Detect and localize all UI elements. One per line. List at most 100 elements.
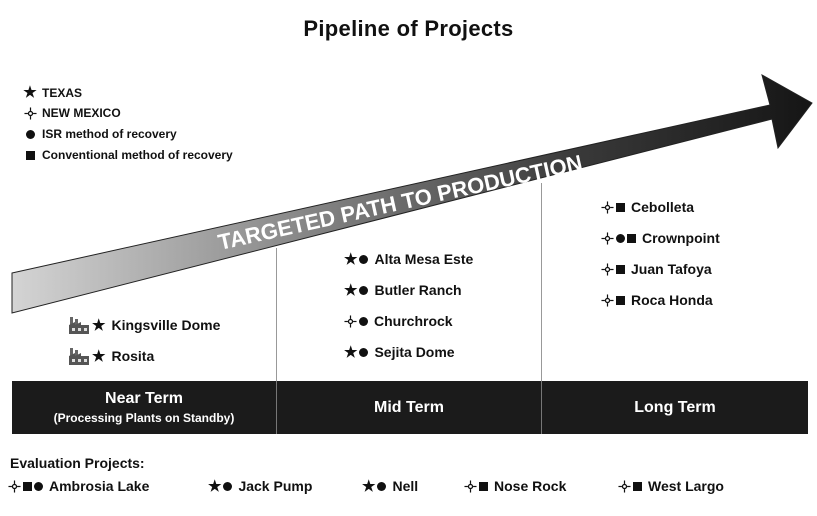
factory-icon <box>68 314 90 336</box>
legend-symbol <box>22 150 38 160</box>
term-near-label: Near Term <box>105 390 183 407</box>
near-term-project: ★ Kingsville Dome <box>68 314 220 336</box>
project-icons <box>601 293 625 307</box>
long-term-project: Crownpoint <box>601 230 720 246</box>
square-icon <box>479 481 488 491</box>
long-term-project: Roca Honda <box>601 292 713 308</box>
square-icon <box>23 481 32 491</box>
evaluation-project: West Largo <box>618 478 724 494</box>
zia-icon <box>464 479 477 493</box>
term-long: Long Term <box>542 381 808 434</box>
project-name: Juan Tafoya <box>631 261 712 277</box>
project-name: Roca Honda <box>631 292 713 308</box>
zia-icon <box>601 293 614 307</box>
project-icons <box>344 314 368 328</box>
divider-mid-long <box>541 183 542 381</box>
star-icon: ★ <box>344 281 358 299</box>
legend-label: TEXAS <box>42 85 83 100</box>
term-separator <box>276 381 277 434</box>
term-long-label: Long Term <box>634 398 716 416</box>
term-mid: Mid Term <box>277 381 541 434</box>
legend-item: NEW MEXICO <box>22 106 121 120</box>
project-name: Kingsville Dome <box>111 317 221 333</box>
zia-icon <box>618 479 631 493</box>
project-name: West Largo <box>648 478 724 494</box>
circle-icon <box>359 347 369 357</box>
long-term-project: Juan Tafoya <box>601 261 712 277</box>
legend-symbol <box>22 106 38 120</box>
circle-icon <box>223 481 233 491</box>
legend-symbol: ★ <box>22 85 38 100</box>
arrow-label: TARGETED PATH TO PRODUCTION <box>216 150 585 255</box>
project-icons: ★ <box>68 345 105 367</box>
zia-icon <box>23 106 37 120</box>
evaluation-project: ★ Jack Pump <box>208 478 312 494</box>
project-name: Nell <box>392 478 419 494</box>
project-icons: ★ <box>344 250 369 268</box>
project-icons <box>601 231 636 245</box>
circle-icon <box>359 285 369 295</box>
project-name: Cebolleta <box>631 199 695 215</box>
star-icon: ★ <box>92 347 106 365</box>
star-icon: ★ <box>362 477 376 495</box>
zia-icon <box>601 231 614 245</box>
term-mid-label: Mid Term <box>374 398 444 416</box>
project-icons: ★ <box>68 314 105 336</box>
square-icon <box>616 202 625 212</box>
zia-icon <box>601 262 614 276</box>
mid-term-project: ★ Alta Mesa Este <box>344 251 473 267</box>
term-near: Near Term (Processing Plants on Standby) <box>12 381 276 434</box>
term-near-sub: (Processing Plants on Standby) <box>53 411 235 425</box>
circle-icon <box>359 316 368 326</box>
term-bar: Near Term (Processing Plants on Standby)… <box>12 381 808 434</box>
arrow-shape <box>11 73 813 314</box>
project-name: Rosita <box>111 348 155 364</box>
star-icon: ★ <box>23 84 37 101</box>
legend-label: Conventional method of recovery <box>42 148 233 162</box>
project-icons: ★ <box>344 281 369 299</box>
project-name: Alta Mesa Este <box>374 251 474 267</box>
circle-icon <box>377 481 387 491</box>
star-icon: ★ <box>344 343 358 361</box>
factory-icon <box>68 345 90 367</box>
project-name: Ambrosia Lake <box>49 478 150 494</box>
project-icons: ★ <box>344 343 369 361</box>
zia-icon <box>8 479 21 493</box>
mid-term-project: ★ Sejita Dome <box>344 344 455 360</box>
square-icon <box>616 295 625 305</box>
project-name: Crownpoint <box>642 230 720 246</box>
mid-term-project: Churchrock <box>344 313 453 329</box>
project-name: Nose Rock <box>494 478 567 494</box>
evaluation-project: Ambrosia Lake <box>8 478 149 494</box>
circle-icon <box>25 129 35 139</box>
square-icon <box>25 150 35 160</box>
project-icons <box>601 200 625 214</box>
evaluation-heading: Evaluation Projects: <box>10 455 145 471</box>
project-name: Jack Pump <box>238 478 313 494</box>
page-title: Pipeline of Projects <box>303 16 514 41</box>
legend-label: ISR method of recovery <box>42 127 177 141</box>
star-icon: ★ <box>344 250 358 268</box>
legend-item: ISR method of recovery <box>22 127 177 141</box>
project-name: Butler Ranch <box>374 282 462 298</box>
evaluation-project: Nose Rock <box>464 478 566 494</box>
divider-near-mid <box>276 248 277 381</box>
star-icon: ★ <box>92 316 106 334</box>
long-term-project: Cebolleta <box>601 199 694 215</box>
project-icons: ★ <box>362 477 387 495</box>
project-icons <box>618 479 642 493</box>
circle-icon <box>359 254 369 264</box>
square-icon <box>633 481 642 491</box>
circle-icon <box>34 481 43 491</box>
project-name: Sejita Dome <box>374 344 455 360</box>
star-icon: ★ <box>208 477 222 495</box>
legend-item: Conventional method of recovery <box>22 148 233 162</box>
project-icons <box>8 479 43 493</box>
project-icons <box>464 479 488 493</box>
near-term-project: ★ Rosita <box>68 345 154 367</box>
circle-icon <box>616 233 625 243</box>
square-icon <box>616 264 625 274</box>
legend-item: ★ TEXAS <box>22 85 82 100</box>
term-separator <box>541 381 542 434</box>
